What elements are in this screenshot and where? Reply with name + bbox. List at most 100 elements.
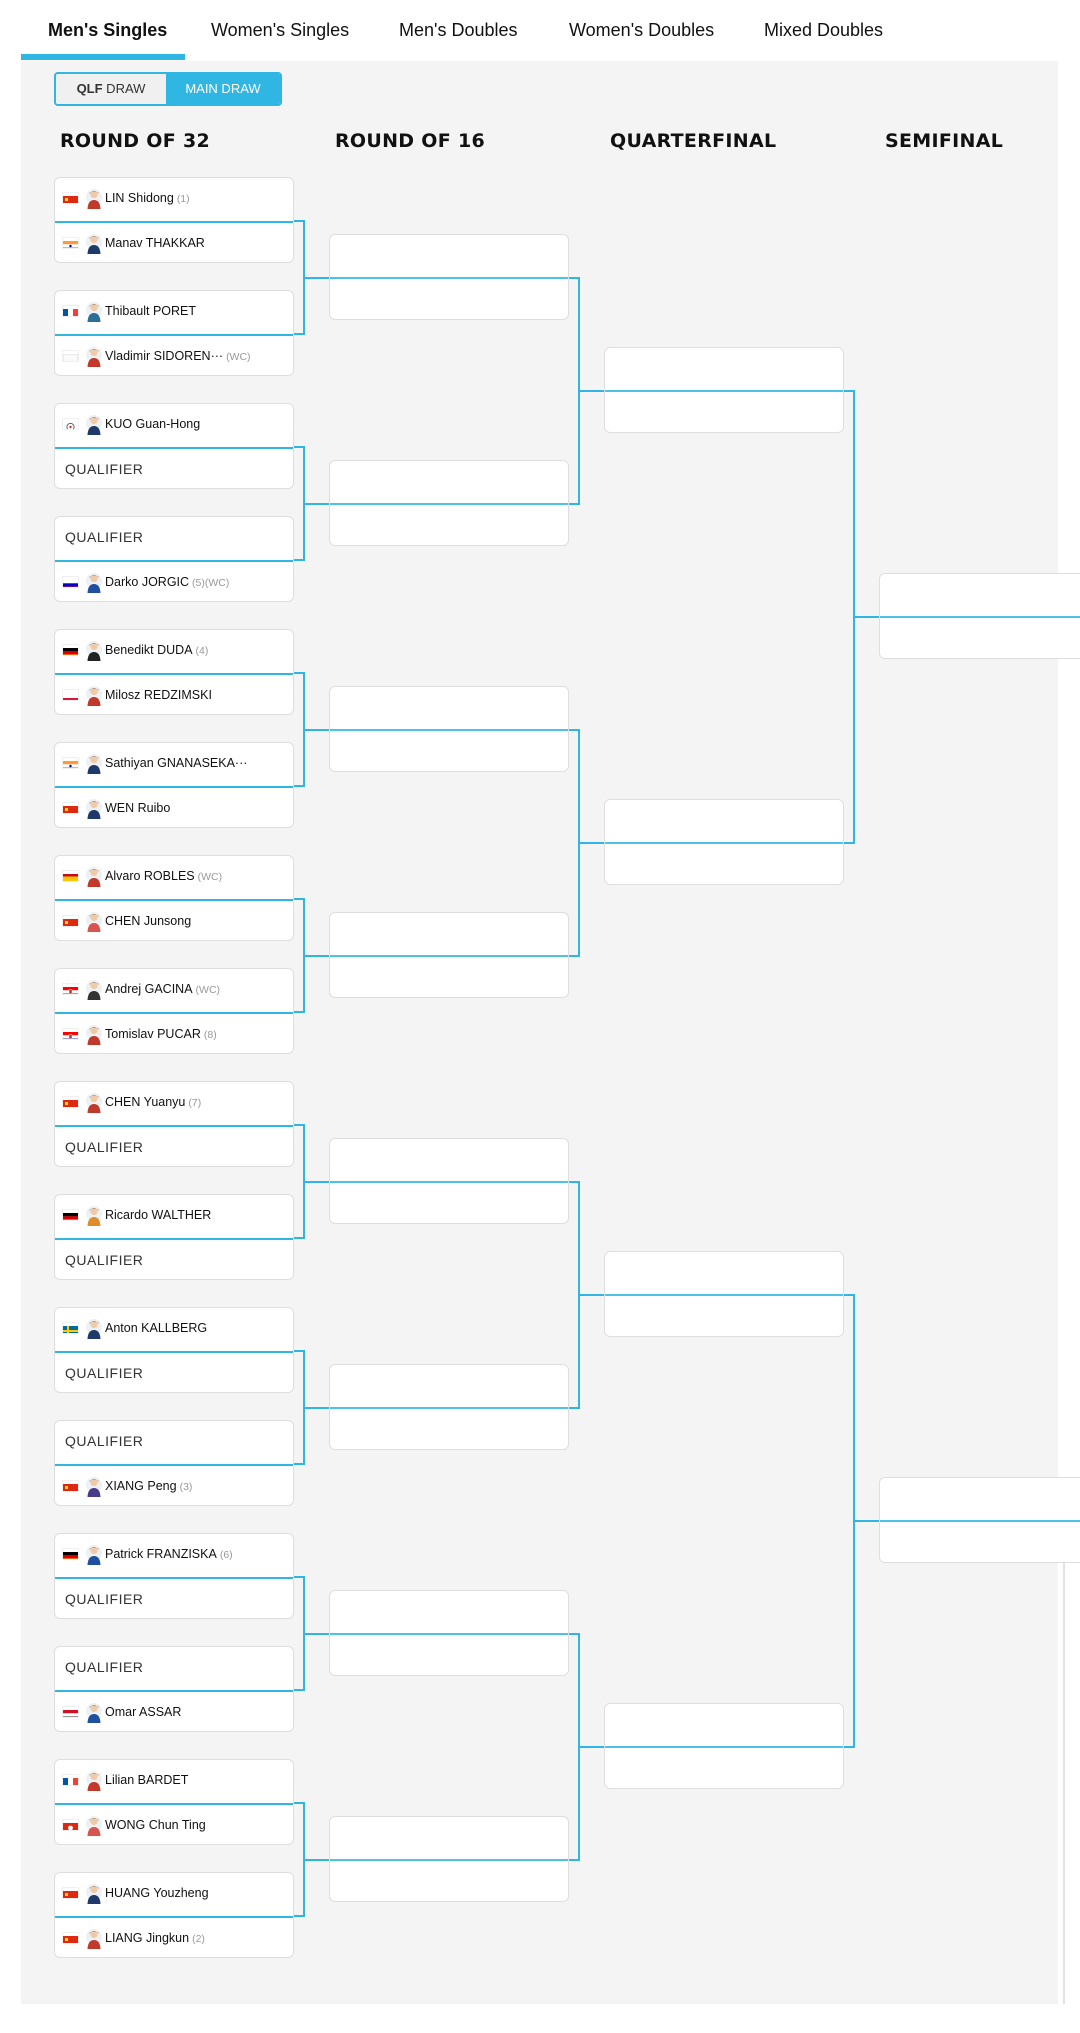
bracket-connector bbox=[294, 1350, 303, 1352]
match-divider bbox=[330, 1858, 568, 1861]
r16-match bbox=[329, 1589, 569, 1676]
bracket-connector bbox=[294, 1124, 303, 1126]
player-slot[interactable]: Andrej GACINA(WC) bbox=[55, 969, 293, 1012]
player-slot[interactable]: Manav THAKKAR bbox=[55, 221, 293, 266]
player-slot[interactable]: CHEN Yuanyu(7) bbox=[55, 1082, 293, 1125]
player-slot[interactable]: Darko JORGIC(5)(WC) bbox=[55, 560, 293, 605]
player-name-text: LIN Shidong bbox=[105, 191, 174, 205]
bracket-connector bbox=[294, 1915, 303, 1917]
qualifier-label: QUALIFIER bbox=[65, 1252, 144, 1268]
player-slot[interactable]: Sathiyan GNANASEKA··· bbox=[55, 743, 293, 786]
sf-match bbox=[879, 572, 1080, 659]
player-slot[interactable]: QUALIFIER bbox=[55, 517, 293, 560]
player-slot[interactable]: KUO Guan-Hong bbox=[55, 404, 293, 447]
player-name-text: LIANG Jingkun bbox=[105, 1931, 190, 1945]
player-name-text: Vladimir SIDOREN··· bbox=[105, 349, 224, 363]
player-slot[interactable]: XIANG Peng(3) bbox=[55, 1464, 293, 1509]
player-slot[interactable]: Ricardo WALTHER bbox=[55, 1195, 293, 1238]
round-title-qf: QUARTERFINAL bbox=[610, 130, 777, 152]
player-slot[interactable]: QUALIFIER bbox=[55, 1125, 293, 1170]
match-divider bbox=[330, 1632, 568, 1635]
tab-womens-singles[interactable]: Women's Singles bbox=[211, 20, 350, 40]
match-divider bbox=[330, 1180, 568, 1183]
qlf-draw-button[interactable]: QLF DRAW bbox=[56, 74, 166, 104]
flag-icon bbox=[63, 419, 78, 429]
seed-label: (4) bbox=[195, 645, 209, 657]
seed-label: (5)(WC) bbox=[192, 577, 230, 589]
seed-label: (1) bbox=[176, 193, 190, 205]
main-draw-button[interactable]: MAIN DRAW bbox=[166, 74, 280, 104]
match-divider bbox=[605, 1745, 843, 1748]
bracket-connector bbox=[569, 728, 578, 731]
player-slot[interactable]: QUALIFIER bbox=[55, 1577, 293, 1622]
player-slot[interactable]: QUALIFIER bbox=[55, 1421, 293, 1464]
player-slot[interactable]: Anton KALLBERG bbox=[55, 1308, 293, 1351]
bracket-connector bbox=[569, 1858, 578, 1861]
player-avatar-icon bbox=[85, 1544, 103, 1566]
player-slot[interactable]: QUALIFIER bbox=[55, 1647, 293, 1690]
player-slot[interactable]: CHEN Junsong bbox=[55, 899, 293, 944]
player-avatar-icon bbox=[85, 1702, 103, 1724]
bracket-connector bbox=[853, 615, 879, 618]
player-slot[interactable]: LIANG Jingkun(2) bbox=[55, 1916, 293, 1961]
player-slot[interactable]: Vladimir SIDOREN···(WC) bbox=[55, 334, 293, 379]
player-name-text: Alvaro ROBLES bbox=[105, 869, 195, 883]
tab-mens-singles[interactable]: Men's Singles bbox=[48, 20, 168, 40]
player-slot[interactable]: Lilian BARDET bbox=[55, 1760, 293, 1803]
flag-icon bbox=[63, 690, 78, 700]
player-slot[interactable]: Tomislav PUCAR(8) bbox=[55, 1012, 293, 1057]
player-slot[interactable]: Benedikt DUDA(4) bbox=[55, 630, 293, 673]
player-name-text: Ricardo WALTHER bbox=[105, 1208, 212, 1222]
qlf-prefix: QLF bbox=[76, 81, 103, 96]
tab-mixed-doubles[interactable]: Mixed Doubles bbox=[764, 20, 884, 40]
r16-match bbox=[329, 459, 569, 546]
player-name: Omar ASSAR bbox=[105, 1705, 181, 1719]
player-name: Andrej GACINA(WC) bbox=[105, 982, 220, 996]
player-slot[interactable]: WEN Ruibo bbox=[55, 786, 293, 831]
player-slot[interactable]: HUANG Youzheng bbox=[55, 1873, 293, 1916]
player-slot[interactable]: Alvaro ROBLES(WC) bbox=[55, 856, 293, 899]
bracket-connector bbox=[578, 1293, 604, 1296]
bracket-connector bbox=[294, 898, 303, 900]
bracket-connector bbox=[294, 1802, 303, 1804]
player-slot[interactable]: Patrick FRANZISKA(6) bbox=[55, 1534, 293, 1577]
player-name-text: Andrej GACINA bbox=[105, 982, 193, 996]
player-avatar-icon bbox=[85, 640, 103, 662]
bracket-connector bbox=[303, 728, 329, 731]
player-slot[interactable]: QUALIFIER bbox=[55, 447, 293, 492]
flag-icon bbox=[63, 1707, 78, 1717]
player-avatar-icon bbox=[85, 1092, 103, 1114]
qualifier-label: QUALIFIER bbox=[65, 461, 144, 477]
seed-label: (WC) bbox=[195, 984, 221, 996]
player-slot[interactable]: LIN Shidong(1) bbox=[55, 178, 293, 221]
tab-womens-doubles[interactable]: Women's Doubles bbox=[569, 20, 715, 40]
player-name-text: XIANG Peng bbox=[105, 1479, 177, 1493]
round-title-sf: SEMIFINAL bbox=[885, 130, 1004, 152]
r32-match: Ricardo WALTHER QUALIFIER bbox=[54, 1194, 294, 1280]
flag-icon bbox=[63, 645, 78, 655]
player-name: Benedikt DUDA(4) bbox=[105, 643, 208, 657]
bracket-connector bbox=[303, 954, 329, 957]
player-slot[interactable]: Thibault PORET bbox=[55, 291, 293, 334]
player-slot[interactable]: WONG Chun Ting bbox=[55, 1803, 293, 1848]
flag-icon bbox=[63, 577, 78, 587]
player-avatar-icon bbox=[85, 685, 103, 707]
match-divider bbox=[330, 276, 568, 279]
player-name-text: KUO Guan-Hong bbox=[105, 417, 201, 431]
bracket-connector bbox=[853, 1519, 879, 1522]
player-name: CHEN Yuanyu(7) bbox=[105, 1095, 201, 1109]
bracket-connector bbox=[294, 1689, 303, 1691]
flag-icon bbox=[63, 1210, 78, 1220]
bracket-connector bbox=[294, 220, 303, 222]
player-slot[interactable]: QUALIFIER bbox=[55, 1351, 293, 1396]
player-slot[interactable]: QUALIFIER bbox=[55, 1238, 293, 1283]
player-slot[interactable]: Omar ASSAR bbox=[55, 1690, 293, 1735]
bracket-connector bbox=[294, 785, 303, 787]
player-slot[interactable]: Milosz REDZIMSKI bbox=[55, 673, 293, 718]
match-divider bbox=[330, 1406, 568, 1409]
tab-mens-doubles[interactable]: Men's Doubles bbox=[399, 20, 518, 40]
active-tab-indicator bbox=[21, 54, 185, 60]
bracket-connector bbox=[294, 1011, 303, 1013]
